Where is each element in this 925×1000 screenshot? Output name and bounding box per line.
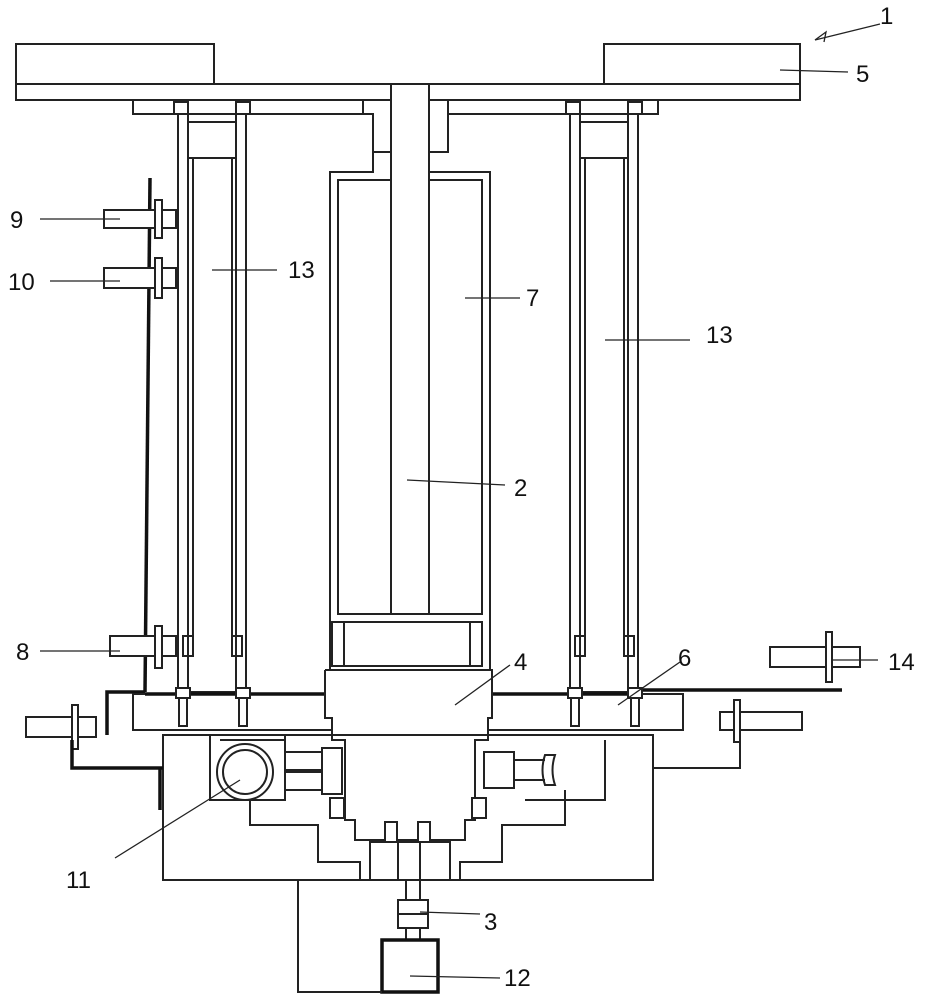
left-column: [173, 101, 251, 693]
right-column: [565, 101, 643, 693]
label-1: 1: [880, 3, 893, 30]
label-7: 7: [526, 285, 539, 312]
label-4: 4: [514, 649, 527, 676]
label-10: 10: [8, 269, 35, 296]
label-3: 3: [484, 909, 497, 936]
central-shaft: [390, 83, 430, 615]
central-hub: [324, 669, 493, 841]
label-14: 14: [888, 649, 915, 676]
left-lower-sensor: [25, 704, 163, 810]
right-lower-sensor: [653, 699, 803, 769]
label-12: 12: [504, 965, 531, 992]
label-5: 5: [856, 61, 869, 88]
coupling-and-motor: [297, 879, 440, 994]
label-2: 2: [514, 475, 527, 502]
right-upper-sensor: [630, 631, 861, 692]
label-13-left: 13: [288, 257, 315, 284]
label-13-right: 13: [706, 322, 733, 349]
part-labels: 1 5 9 10 13 7 13 2 8 4 6 14 11 3 12: [8, 3, 915, 992]
leader-lines: [40, 23, 881, 979]
label-6: 6: [678, 645, 691, 672]
label-11: 11: [66, 867, 91, 894]
left-sensor-rail: [103, 177, 177, 735]
lower-housing: [162, 734, 654, 881]
label-8: 8: [16, 639, 29, 666]
label-9: 9: [10, 207, 23, 234]
